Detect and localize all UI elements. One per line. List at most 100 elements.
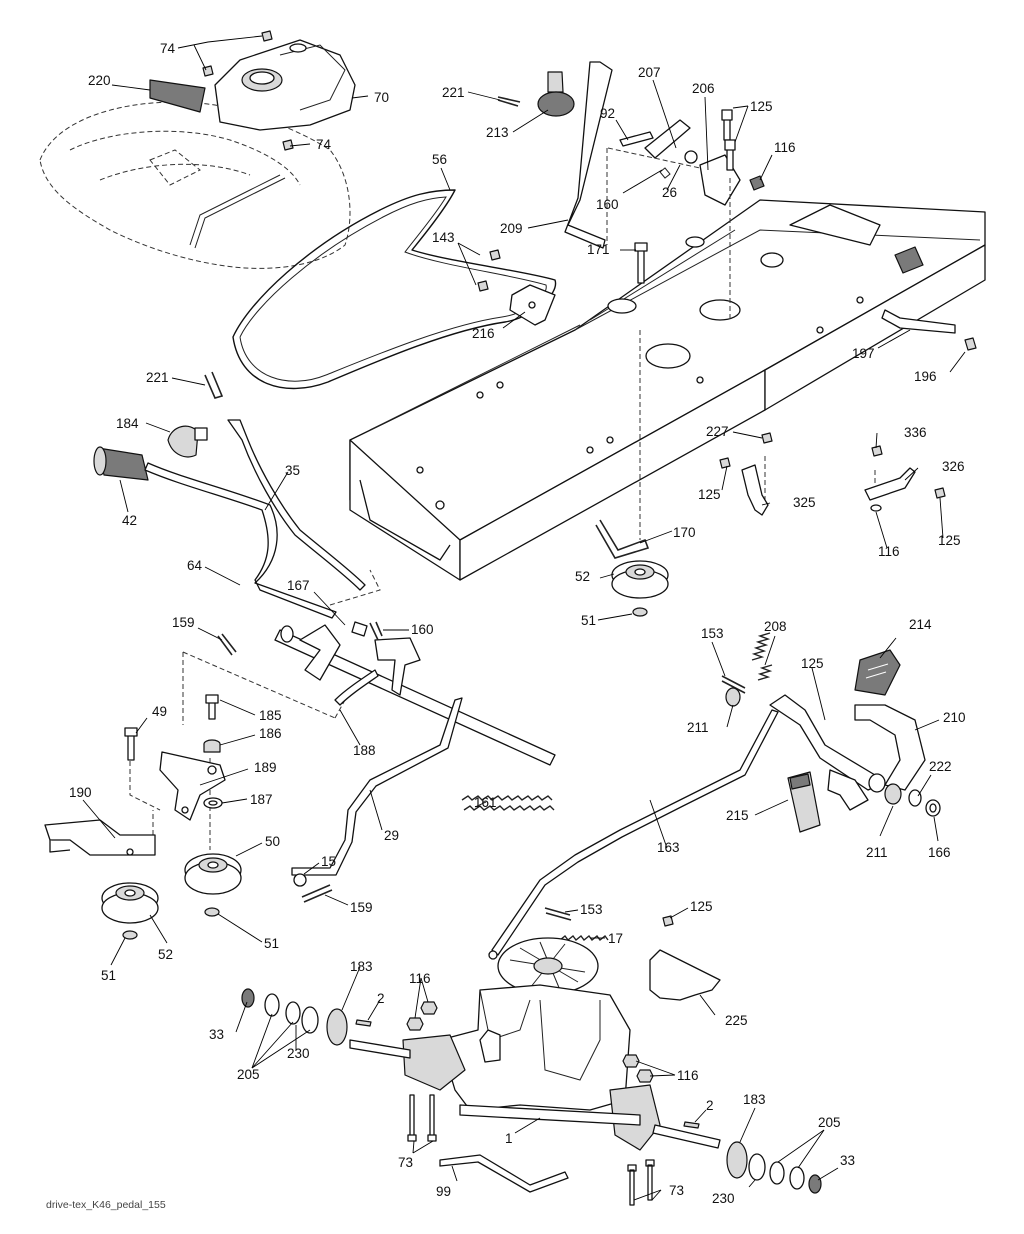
callout-64: 64: [187, 558, 203, 573]
callout-171: 171: [587, 242, 610, 257]
callout-116: 116: [878, 544, 900, 559]
callout-153: 153: [701, 626, 724, 641]
clip-153b: [544, 907, 572, 921]
callout-207: 207: [638, 65, 661, 80]
callout-1: 1: [505, 1131, 513, 1146]
callout-221: 221: [442, 85, 465, 100]
callout-51: 51: [264, 936, 279, 951]
rod-197: [881, 309, 977, 351]
callout-210: 210: [943, 710, 966, 725]
control-lever-64: [144, 462, 337, 619]
spring-170: [595, 519, 650, 559]
callout-73: 73: [669, 1183, 684, 1198]
callout-125: 125: [698, 487, 721, 502]
callout-211: 211: [687, 720, 709, 735]
callout-50: 50: [265, 834, 280, 849]
callout-52: 52: [575, 569, 590, 584]
pulley-52a: [611, 560, 669, 599]
callout-205: 205: [818, 1115, 841, 1130]
callout-52: 52: [158, 947, 173, 962]
knob: [537, 71, 575, 117]
callout-222: 222: [929, 759, 952, 774]
knob-184: [167, 425, 208, 458]
callout-186: 186: [259, 726, 282, 741]
nuts-116: [406, 1001, 654, 1083]
callout-159: 159: [350, 900, 373, 915]
hairpin-clip-221: [497, 96, 521, 107]
callout-42: 42: [122, 513, 137, 528]
axle-left: [349, 1039, 411, 1059]
key-2: [355, 1019, 700, 1129]
washer-187: [203, 797, 223, 809]
hand-grip-42: [93, 446, 149, 481]
callout-74: 74: [316, 137, 332, 152]
rod-188: [334, 669, 379, 706]
bracket-326: [864, 445, 946, 512]
callout-159: 159: [172, 615, 195, 630]
spring-161: [461, 795, 555, 811]
seat-label-decal: [149, 79, 206, 113]
cable-35: [227, 419, 366, 591]
callout-230: 230: [712, 1191, 735, 1206]
pulley-52b: [101, 882, 159, 924]
bracket-216: [477, 249, 556, 326]
callout-326: 326: [942, 459, 965, 474]
callout-17: 17: [608, 931, 623, 946]
callout-211: 211: [866, 845, 888, 860]
nut-51c: [632, 607, 648, 617]
callout-196: 196: [914, 369, 937, 384]
bracket-225: [649, 915, 721, 1001]
callout-170: 170: [673, 525, 696, 540]
callout-205: 205: [237, 1067, 260, 1082]
bearings-right: [726, 1141, 822, 1194]
bracket-325: [719, 432, 773, 516]
callout-56: 56: [432, 152, 447, 167]
pedal-shaft-210: [769, 694, 926, 793]
callout-143: 143: [432, 230, 455, 245]
fender-body-outline: [39, 101, 351, 269]
callout-2: 2: [706, 1098, 714, 1113]
bushing-186: [203, 739, 221, 753]
pedal-bracket: [827, 769, 869, 811]
leader-lines: [82, 35, 966, 1201]
bolts-73-left: [407, 1094, 437, 1142]
fuel-tank-cover: [214, 39, 356, 131]
idler-bracket-189: [159, 751, 226, 821]
callout-92: 92: [600, 106, 615, 121]
callout-70: 70: [374, 90, 389, 105]
callout-161: 161: [474, 795, 497, 810]
rod-29: [291, 697, 463, 887]
lever-brackets: [217, 621, 421, 696]
callout-213: 213: [486, 125, 509, 140]
callout-51: 51: [581, 613, 596, 628]
callout-208: 208: [764, 619, 787, 634]
callout-325: 325: [793, 495, 816, 510]
callout-125: 125: [750, 99, 773, 114]
callout-163: 163: [657, 840, 680, 855]
transaxle-housing: [402, 984, 661, 1151]
bolt-185: [205, 694, 219, 720]
callout-49: 49: [152, 704, 167, 719]
callout-215: 215: [726, 808, 749, 823]
bolt-171: [634, 242, 648, 284]
callout-189: 189: [254, 760, 277, 775]
callout-35: 35: [285, 463, 300, 478]
callout-33: 33: [840, 1153, 855, 1168]
shaft-rod-main: [274, 625, 556, 766]
axle-right: [652, 1124, 721, 1149]
callout-73: 73: [398, 1155, 413, 1170]
hairpin-clip-159b: [301, 884, 333, 903]
callout-33: 33: [209, 1027, 224, 1042]
callout-125: 125: [801, 656, 824, 671]
callout-167: 167: [287, 578, 310, 593]
callout-116: 116: [774, 140, 796, 155]
pedal-pad-215: [787, 771, 821, 833]
bolts-73-right: [627, 1159, 655, 1206]
callout-190: 190: [69, 785, 92, 800]
callout-184: 184: [116, 416, 139, 431]
pulley-50: [184, 853, 242, 895]
nut-51b: [122, 930, 138, 940]
callout-51: 51: [101, 968, 116, 983]
callout-214: 214: [909, 617, 932, 632]
callout-230: 230: [287, 1046, 310, 1061]
